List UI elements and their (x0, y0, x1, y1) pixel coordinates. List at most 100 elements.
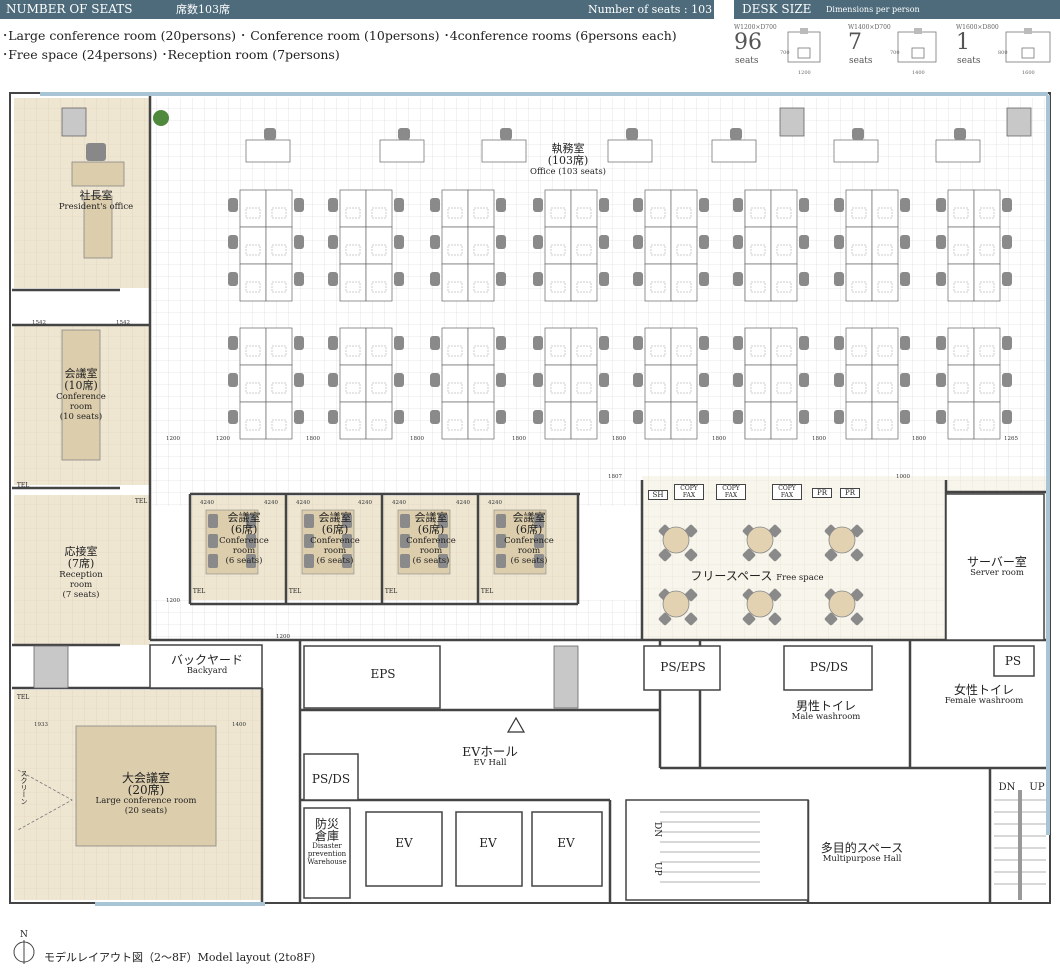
desk-1400-icon: 700 1400 (890, 28, 937, 76)
desk-cluster (430, 189, 506, 302)
dimension-label: 1542 (116, 320, 130, 326)
male-jp: 男性トイレ (795, 699, 856, 713)
seat-count-jp: 席数103席 (176, 3, 230, 16)
female-en: Female washroom (944, 696, 1024, 706)
tel-label-1: TEL (16, 482, 30, 489)
conf10-jp: 会議室 (64, 367, 98, 380)
dimension-label: 4240 (200, 500, 214, 506)
backyard-jp: バックヤード (170, 653, 243, 667)
single-desk (935, 128, 981, 163)
office-label: 執務室 (103席) Office (103 seats) (528, 143, 608, 178)
desk-cluster (936, 189, 1012, 302)
server-room-label: サーバー室 Server room (952, 556, 1042, 578)
dimension-label: 1800 (612, 436, 626, 442)
tel-label-7: TEL (16, 694, 30, 701)
free-space-en: Free space (776, 573, 824, 583)
conf6-jp: 会議室 (414, 511, 448, 524)
conf6-table (205, 509, 259, 575)
desk-unit: seats (735, 56, 759, 66)
desk-cluster (533, 327, 609, 440)
round-table (658, 524, 698, 562)
dimension-label: 1265 (1004, 436, 1018, 442)
desk-dims: W1600×D800 (956, 24, 999, 31)
ev-hall-en: EV Hall (473, 758, 507, 768)
dimension-label: 1800 (812, 436, 826, 442)
summary-line-2: ･Free space (24persons) ･Reception room … (2, 47, 340, 62)
office-label-en: Office (103 seats) (529, 167, 606, 177)
dimension-label: 1800 (912, 436, 926, 442)
dimension-label: 1807 (608, 474, 622, 480)
desk-cluster (328, 189, 404, 302)
desk-cluster (328, 327, 404, 440)
backyard-label: バックヤード Backyard (160, 654, 254, 676)
seat-count-en: Number of seats : 103 (588, 3, 713, 16)
tel-label-5: TEL (384, 588, 398, 595)
single-desk (481, 128, 527, 163)
dimension-label: 1933 (34, 722, 48, 728)
dimension-label: 1400 (232, 722, 246, 728)
round-table (742, 588, 782, 626)
conf6-jp: 会議室 (318, 511, 352, 524)
disaster-warehouse-label: 防災 倉庫 Disaster prevention Warehouse (302, 818, 352, 866)
desk-dims: W1400×D700 (848, 24, 891, 31)
pr-label-1: PR (812, 488, 832, 498)
conf6-en3: (6 seats) (316, 556, 354, 566)
large-conf-jp: 大会議室 (121, 771, 170, 785)
reception-jp2: (7席) (67, 557, 95, 570)
disaster-jp: 防災 (314, 817, 339, 831)
desk-cluster (936, 327, 1012, 440)
conference-6-label-4: 会議室 (6席) Conference room (6 seats) (490, 512, 568, 567)
multi-en: Multipurpose Hall (822, 854, 902, 864)
conf6-en2: room (517, 546, 541, 556)
desk-cluster (834, 189, 910, 302)
desk-cluster (228, 327, 304, 440)
dimension-label: 1000 (896, 474, 910, 480)
pr-label-2: PR (840, 488, 860, 498)
conf6-en3: (6 seats) (510, 556, 548, 566)
president-office-label: 社長室 President's office (46, 190, 146, 213)
conf6-en2: room (323, 546, 347, 556)
conf6-en2: room (232, 546, 256, 556)
ev-hall-jp: EVホール (462, 744, 518, 759)
single-desk (607, 128, 653, 163)
ps-ds-label-right: PS/DS (809, 660, 849, 674)
desk-cluster (533, 189, 609, 302)
desk-count: 1 (956, 30, 970, 55)
dimension-label: 1800 (512, 436, 526, 442)
stairs-up-right: UP (1029, 782, 1045, 793)
single-desk (379, 128, 425, 163)
single-desk (833, 128, 879, 163)
ev-label-1: EV (395, 836, 413, 850)
seats-header-bar: NUMBER OF SEATS 席数103席 Number of seats :… (0, 0, 714, 19)
tel-label-2: TEL (134, 498, 148, 505)
sh-label: SH (648, 490, 668, 500)
dimension-label: 4240 (358, 500, 372, 506)
screen-label: スクリーン (20, 770, 28, 805)
desk-unit: seats (849, 56, 873, 66)
desk-cluster (733, 327, 809, 440)
conf6-en3: (6 seats) (412, 556, 450, 566)
conf6-en: Conference (406, 536, 456, 546)
conference-6-label-3: 会議室 (6席) Conference room (6 seats) (392, 511, 470, 567)
ev-label-2: EV (479, 836, 497, 850)
conf6-en: Conference (310, 536, 360, 546)
layout-caption: モデルレイアウト図（2～8F）Model layout (2to8F) (44, 951, 316, 964)
reception-jp: 応接室 (64, 545, 98, 558)
summary-line-1: ･Large conference room (20persons) ･ Con… (2, 28, 677, 43)
north-compass-icon: N (13, 930, 35, 964)
dimension-label: 4240 (296, 500, 310, 506)
stairs-dn-left: DN (652, 822, 662, 838)
dimension-label: 4240 (264, 500, 278, 506)
dimension-label: 1542 (32, 320, 46, 326)
conf10-en3: (10 seats) (59, 412, 103, 422)
server-en: Server room (970, 568, 1024, 578)
large-conf-en2: (20 seats) (124, 806, 168, 816)
north-label: N (20, 930, 28, 940)
floor-plan (9, 92, 1051, 906)
ev-label-3: EV (557, 836, 575, 850)
desk-1200-icon: 700 1200 (780, 28, 821, 76)
conf6-jp: 会議室 (227, 511, 261, 524)
office-label-jp2: (103席) (547, 154, 589, 167)
desk-depth-label: 800 (998, 50, 1008, 56)
disaster-en2: prevention (307, 850, 347, 858)
